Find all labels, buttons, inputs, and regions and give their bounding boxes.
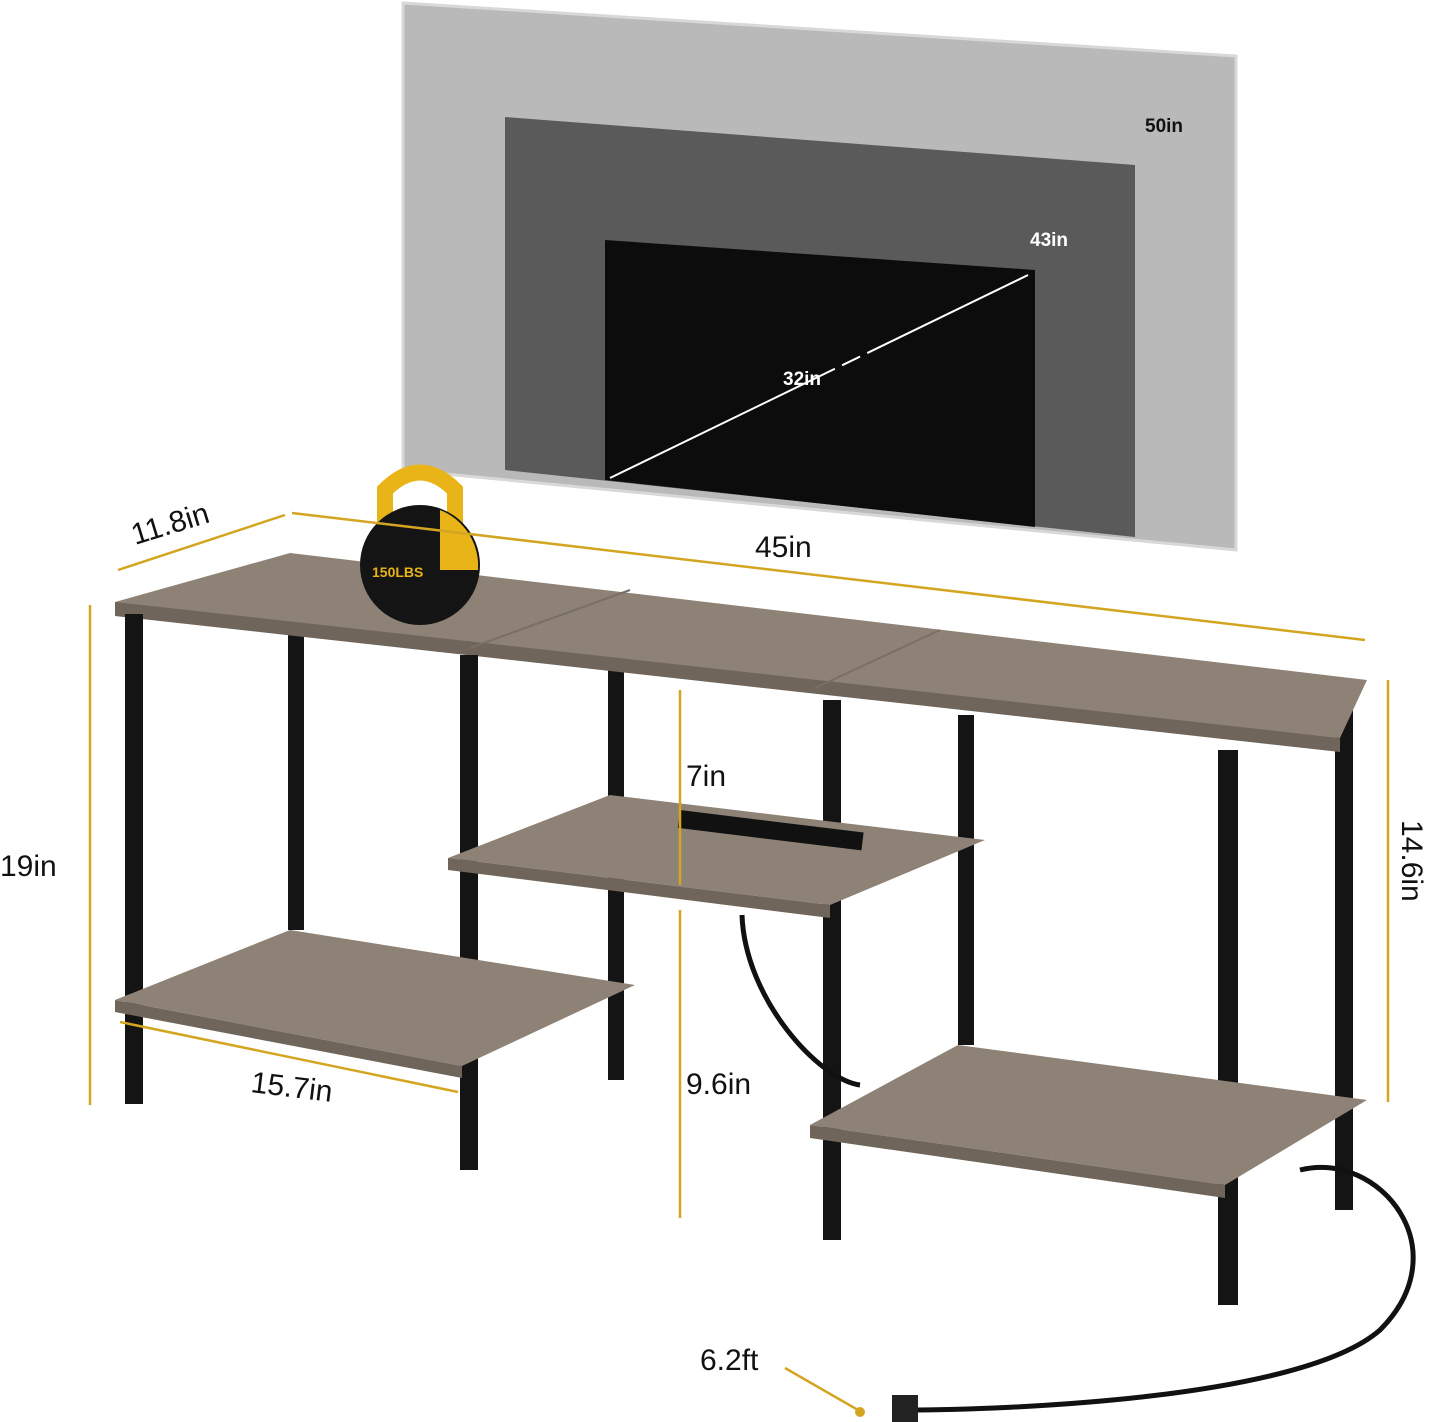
weight-capacity-kettlebell-icon: 150LBS (360, 464, 480, 625)
bottom-shelf-clearance-label: 9.6in (686, 1068, 751, 1101)
top-shelf-clearance-label: 7in (686, 760, 726, 793)
tv-stand (115, 553, 1416, 1422)
power-plug-icon (892, 1395, 918, 1422)
tv-50in-label: 50in (1145, 116, 1183, 137)
shelf-width-label: 15.7in (249, 1066, 334, 1109)
tv-43in-label: 43in (1030, 230, 1068, 251)
tv-size-comparison: 50in 43in 32in (401, 1, 1238, 552)
cord-length-label: 6.2ft (700, 1344, 759, 1377)
tv-diagonal-line (609, 274, 1029, 479)
power-strip (677, 810, 864, 851)
weight-capacity-label: 150LBS (372, 564, 423, 580)
side-height-label: 14.6in (1395, 820, 1428, 902)
height-label: 19in (0, 850, 57, 883)
tv-32in-label: 32in (783, 369, 821, 390)
tv-32in-frame (605, 240, 1035, 527)
power-cord (739, 914, 1416, 1413)
width-label: 45in (755, 531, 812, 564)
dimension-lines (88, 511, 1390, 1417)
